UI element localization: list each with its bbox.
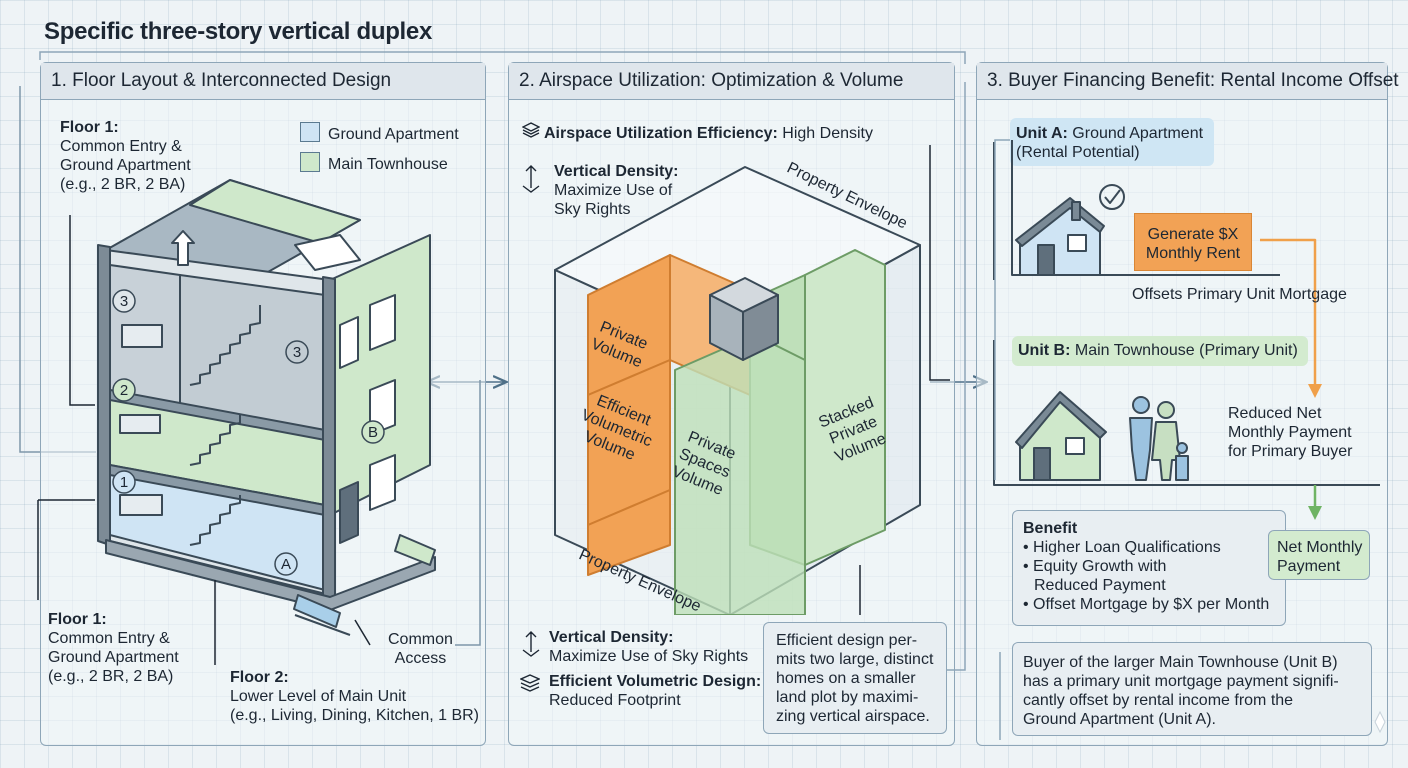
marker-a — [274, 552, 298, 576]
panel-1-heading: 1. Floor Layout & Interconnected Design — [41, 63, 485, 100]
vertical-arrow-icon-bottom — [520, 630, 542, 665]
efficient-design-note: Efficient design per- mits two large, di… — [763, 622, 947, 734]
floor1-bottom-label: Floor 1: Common Entry & Ground Apartment… — [48, 611, 179, 685]
summary-card: Buyer of the larger Main Townhouse (Unit… — [1012, 642, 1372, 736]
marker-b — [361, 420, 385, 444]
financing-diagram — [993, 140, 1380, 520]
sparkle-icon — [1374, 710, 1386, 734]
airspace-efficiency: Airspace Utilization Efficiency: High De… — [521, 122, 873, 143]
marker-2 — [112, 378, 136, 402]
page-title: Specific three-story vertical duplex — [44, 18, 433, 45]
reduced-payment-label: Reduced Net Monthly Payment for Primary … — [1228, 405, 1353, 460]
legend-ground-apartment: Ground Apartment — [300, 122, 459, 144]
marker-1-label: 1 — [120, 474, 128, 491]
marker-a-label: A — [281, 556, 291, 573]
layers-icon — [521, 122, 544, 143]
marker-1 — [112, 470, 136, 494]
net-monthly-payment-box: Net Monthly Payment — [1268, 530, 1370, 580]
legend-main-townhouse: Main Townhouse — [300, 152, 459, 174]
floor2-label: Floor 2: Lower Level of Main Unit (e.g.,… — [230, 669, 480, 724]
vertical-density-bottom: Vertical Density: Maximize Use of Sky Ri… — [520, 628, 748, 666]
unit-b-card: Unit B: Main Townhouse (Primary Unit) — [1012, 336, 1308, 366]
marker-3-right — [285, 340, 309, 364]
panel-3-heading: 3. Buyer Financing Benefit: Rental Incom… — [977, 63, 1399, 100]
vertical-density-top: Vertical Density: Maximize Use of Sky Ri… — [520, 162, 679, 219]
marker-b-label: B — [368, 424, 378, 441]
panel-financing: 3. Buyer Financing Benefit: Rental Incom… — [976, 62, 1399, 746]
volume-diagram: PrivateVolume EfficientVolumetricVolume … — [554, 145, 950, 615]
connector-top — [39, 51, 966, 64]
unit-a-card: Unit A: Ground Apartment (Rental Potenti… — [1010, 118, 1214, 166]
marker-2-label: 2 — [120, 382, 128, 399]
marker-3-right-label: 3 — [293, 344, 301, 361]
floor1-top-label: Floor 1: Common Entry & Ground Apartment… — [60, 119, 191, 193]
benefit-card: Benefit • Higher Loan Qualifications • E… — [1012, 510, 1286, 626]
offsets-label: Offsets Primary Unit Mortgage — [1132, 286, 1347, 303]
vertical-arrow-icon — [520, 164, 542, 203]
layers-icon-bottom — [519, 674, 541, 697]
building-illustration: 3 2 1 3 B A — [97, 179, 436, 636]
common-access-label: Common Access — [388, 631, 453, 667]
marker-3-left — [112, 289, 136, 313]
generate-rent-box: Generate $X Monthly Rent — [1134, 213, 1252, 271]
panel-2-heading: 2. Airspace Utilization: Optimization & … — [509, 63, 954, 100]
marker-3-left-label: 3 — [120, 293, 128, 310]
efficient-volumetric-design: Efficient Volumetric Design: Reduced Foo… — [519, 672, 761, 710]
legend: Ground Apartment Main Townhouse — [300, 122, 459, 174]
